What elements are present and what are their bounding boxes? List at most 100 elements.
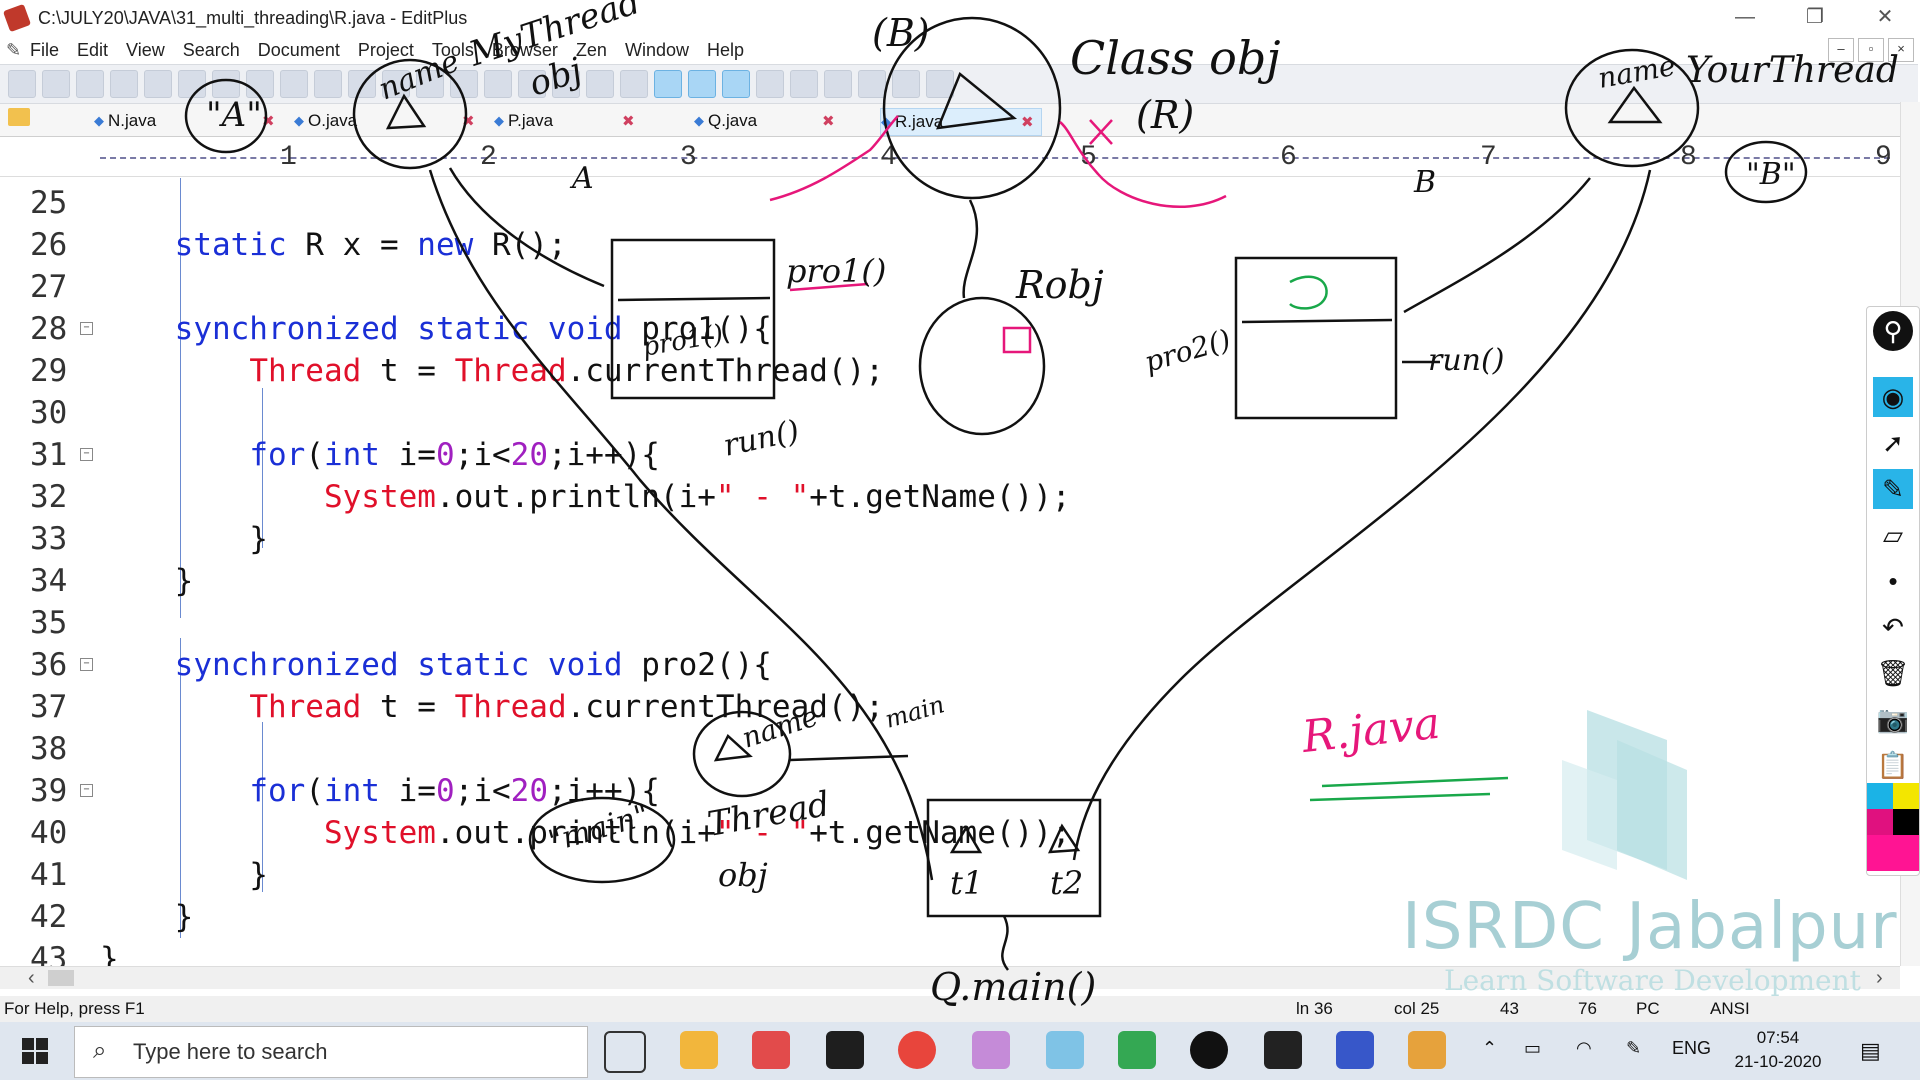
code-line[interactable]: 30 [0,392,1910,434]
horizontal-scrollbar[interactable]: ‹ › [0,966,1900,989]
scroll-right-icon[interactable]: › [1876,967,1883,989]
new-file-icon[interactable] [8,70,36,98]
fold-toggle-icon[interactable]: − [80,448,93,461]
pen-tray-icon[interactable]: ✎ [1626,1038,1642,1058]
open-file-icon[interactable] [42,70,70,98]
tray-chevron-icon[interactable]: ⌃ [1482,1038,1498,1058]
command-prompt-icon[interactable] [826,1031,864,1069]
save-all-icon[interactable] [110,70,138,98]
code-line[interactable]: 34 } [0,560,1910,602]
notification-icon[interactable]: ▤ [1860,1038,1881,1063]
mysql-icon[interactable] [1264,1031,1302,1069]
tab-n-java[interactable]: ◆N.java ✖ [94,108,284,134]
word-wrap-icon[interactable] [620,70,648,98]
directory-icon[interactable] [858,70,886,98]
doc-close-button[interactable]: × [1888,38,1914,62]
scroll-left-icon[interactable]: ‹ [28,967,35,989]
menu-browser[interactable]: Browser [491,39,558,60]
scroll-thumb[interactable] [48,970,74,986]
fold-toggle-icon[interactable]: − [80,658,93,671]
screen-recorder-icon[interactable] [1336,1031,1374,1069]
tab-o-java[interactable]: ◆O.java ✖ [294,108,484,134]
save-icon[interactable] [76,70,104,98]
print-preview-icon[interactable] [144,70,172,98]
code-line[interactable]: 25 [0,182,1910,224]
tab-close-icon[interactable]: ✖ [462,113,475,130]
google-drive-icon[interactable] [1118,1031,1156,1069]
trash-icon[interactable]: 🗑 [1876,658,1910,688]
tab-q-java[interactable]: ◆Q.java ✖ [694,108,844,134]
tab-close-icon[interactable]: ✖ [822,113,835,130]
paint-icon[interactable] [1408,1031,1446,1069]
spell-abc-icon[interactable] [722,70,750,98]
redo-icon[interactable] [416,70,444,98]
color-yellow-swatch[interactable] [1893,783,1919,809]
code-line[interactable]: 43} [0,938,1910,966]
tab-r-java[interactable]: ◆R.java ✖ [880,108,1042,136]
replace-icon[interactable] [484,70,512,98]
clipboard-icon[interactable] [348,70,376,98]
code-line[interactable]: 35 [0,602,1910,644]
editplus-taskbar-icon[interactable] [752,1031,790,1069]
help-icon[interactable] [926,70,954,98]
code-line[interactable]: 36− synchronized static void pro2(){ [0,644,1910,686]
browser-icon[interactable] [790,70,818,98]
close-button[interactable]: ✕ [1876,6,1894,28]
menu-project[interactable]: Project [357,39,414,60]
font-icon[interactable] [552,70,580,98]
doc-restore-button[interactable]: ▫ [1858,38,1884,62]
menu-view[interactable]: View [126,39,165,60]
battery-icon[interactable]: ▭ [1524,1038,1542,1058]
cliptext-icon[interactable] [824,70,852,98]
code-line[interactable]: 27 [0,266,1910,308]
windows-start-icon[interactable] [22,1038,48,1064]
color-cyan-swatch[interactable] [1867,783,1893,809]
code-line[interactable]: 33 } [0,518,1910,560]
notes-icon[interactable] [1046,1031,1084,1069]
folder-icon[interactable] [8,108,30,126]
undo-stroke-icon[interactable]: ↶ [1882,612,1904,642]
eraser-icon[interactable]: ▱ [1883,520,1903,550]
code-line[interactable]: 42 } [0,896,1910,938]
restore-button[interactable]: ❐ [1806,6,1824,28]
wifi-icon[interactable]: ◠ [1576,1038,1592,1058]
spell-check-icon[interactable] [212,70,240,98]
doc-minimize-button[interactable]: – [1828,38,1854,62]
eye-icon[interactable]: ◉ [1873,377,1913,417]
code-line[interactable]: 26 static R x = new R(); [0,224,1910,266]
file-explorer-icon[interactable] [680,1031,718,1069]
pin-app-icon[interactable] [1190,1031,1228,1069]
menu-edit[interactable]: Edit [77,39,109,60]
task-view-icon[interactable] [604,1031,646,1073]
fold-toggle-icon[interactable]: − [80,784,93,797]
chrome-icon[interactable] [898,1031,936,1069]
minimize-button[interactable]: — [1735,6,1755,28]
user-tool-icon[interactable] [892,70,920,98]
tab-close-icon[interactable]: ✖ [622,113,635,130]
tab-p-java[interactable]: ◆P.java ✖ [494,108,684,134]
clipboard-icon[interactable]: 📋 [1876,750,1910,780]
code-line[interactable]: 38 [0,728,1910,770]
dot-icon[interactable]: • [1888,566,1898,596]
menu-window[interactable]: Window [624,39,689,60]
pin-icon[interactable]: ⚲ [1873,311,1913,351]
undo-icon[interactable] [382,70,410,98]
find-icon[interactable] [450,70,478,98]
menu-search[interactable]: Search [182,39,240,60]
menu-file[interactable]: File [30,39,60,60]
color-black-swatch[interactable] [1893,809,1919,835]
paste-icon[interactable] [314,70,342,98]
camera-icon[interactable]: 📷 [1876,704,1910,734]
code-line[interactable]: 29 Thread t = Thread.currentThread(); [0,350,1910,392]
cursor-icon[interactable]: ➚ [1882,428,1904,458]
menu-help[interactable]: Help [706,39,745,60]
pen-app-icon[interactable] [972,1031,1010,1069]
taskbar-search[interactable]: ⌕ Type here to search [74,1026,588,1078]
menu-zen[interactable]: Zen [575,39,607,60]
tab-close-icon[interactable]: ✖ [1021,114,1034,131]
code-line[interactable]: 28− synchronized static void pro1(){ [0,308,1910,350]
cut-icon[interactable] [246,70,274,98]
clock[interactable]: 07:54 21-10-2020 [1718,1026,1838,1074]
pen-icon[interactable]: ✎ [1873,469,1913,509]
copy-icon[interactable] [280,70,308,98]
